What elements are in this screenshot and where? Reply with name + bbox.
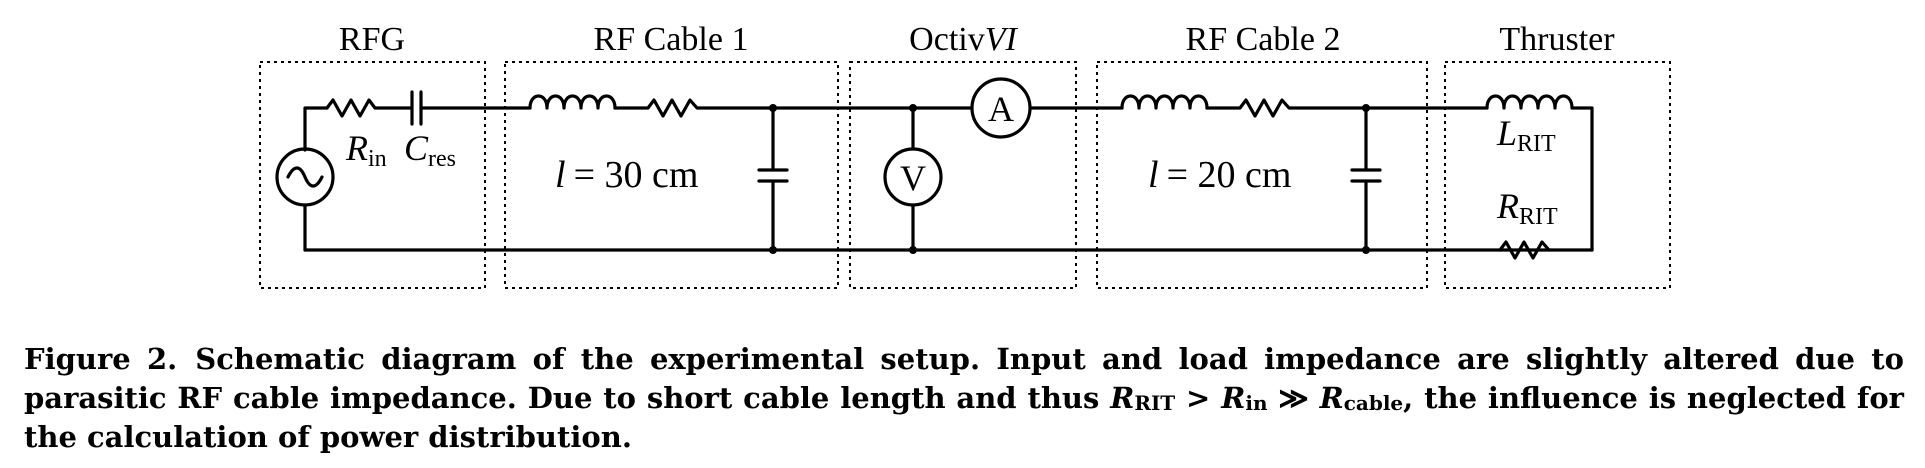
l-rit-label: LRIT	[1496, 113, 1556, 157]
junction-dot	[1362, 246, 1370, 254]
cable2-inductor	[1120, 94, 1209, 110]
junction-dot	[769, 104, 777, 112]
octiv-block	[849, 61, 1077, 289]
circuit-schematic: RFG RF Cable 1 OctivVI RF Cable 2 Thrust…	[259, 21, 1671, 289]
cable1-inductor	[528, 94, 617, 110]
thruster-block	[1444, 61, 1671, 289]
cable2-length: l= 20 cm	[1148, 154, 1291, 196]
voltmeter	[883, 147, 943, 207]
r-rit-resistor	[1498, 240, 1551, 260]
caption-r-in-sub: in	[1245, 391, 1268, 415]
cable2-title: RF Cable 2	[1186, 21, 1341, 58]
junction-dot	[769, 246, 777, 254]
cable2-capacitor	[1350, 106, 1382, 252]
caption-r-in: R	[1221, 381, 1246, 415]
r-rit-label: RRIT	[1496, 186, 1558, 230]
caption-r-cable: R	[1319, 381, 1344, 415]
sine-icon	[286, 166, 324, 188]
cable1-length: l= 30 cm	[555, 154, 698, 196]
junction-dot	[909, 104, 917, 112]
ground-wire	[303, 246, 1594, 252]
figure-caption: Figure 2.Schematic diagram of the experi…	[24, 340, 1904, 457]
ammeter-label: A	[988, 89, 1014, 129]
cable1-resistor	[613, 98, 1002, 118]
l-rit-inductor	[1485, 94, 1594, 252]
cable2-block	[1096, 61, 1428, 289]
junction-dot	[909, 246, 917, 254]
thruster-title: Thruster	[1499, 21, 1615, 58]
caption-gt: >	[1175, 381, 1222, 415]
r-in-label: Rin	[345, 128, 387, 172]
voltmeter-label: V	[900, 158, 926, 198]
octiv-title: OctivVI	[909, 21, 1018, 58]
ac-source	[275, 147, 335, 207]
caption-text-2: , the influence is neglected for the cal…	[24, 381, 1904, 454]
r-in-resistor	[325, 98, 414, 118]
caption-gg: ≫	[1267, 381, 1320, 415]
cable1-title: RF Cable 1	[594, 21, 749, 58]
junction-dot	[1362, 104, 1370, 112]
cable1-capacitor	[757, 106, 789, 252]
source-top-lead	[303, 106, 329, 152]
c-res-label: Cres	[404, 128, 456, 172]
cable2-resistor	[1205, 98, 1489, 118]
caption-r-rit: R	[1110, 381, 1135, 415]
caption-label: Figure 2.	[24, 342, 178, 376]
rfg-block	[259, 61, 486, 289]
rfg-title: RFG	[339, 21, 405, 58]
caption-r-cable-sub: cable	[1343, 391, 1404, 415]
caption-r-rit-sub: RIT	[1134, 391, 1176, 415]
caption-text-1: Schematic diagram of the experimental se…	[24, 342, 1904, 415]
